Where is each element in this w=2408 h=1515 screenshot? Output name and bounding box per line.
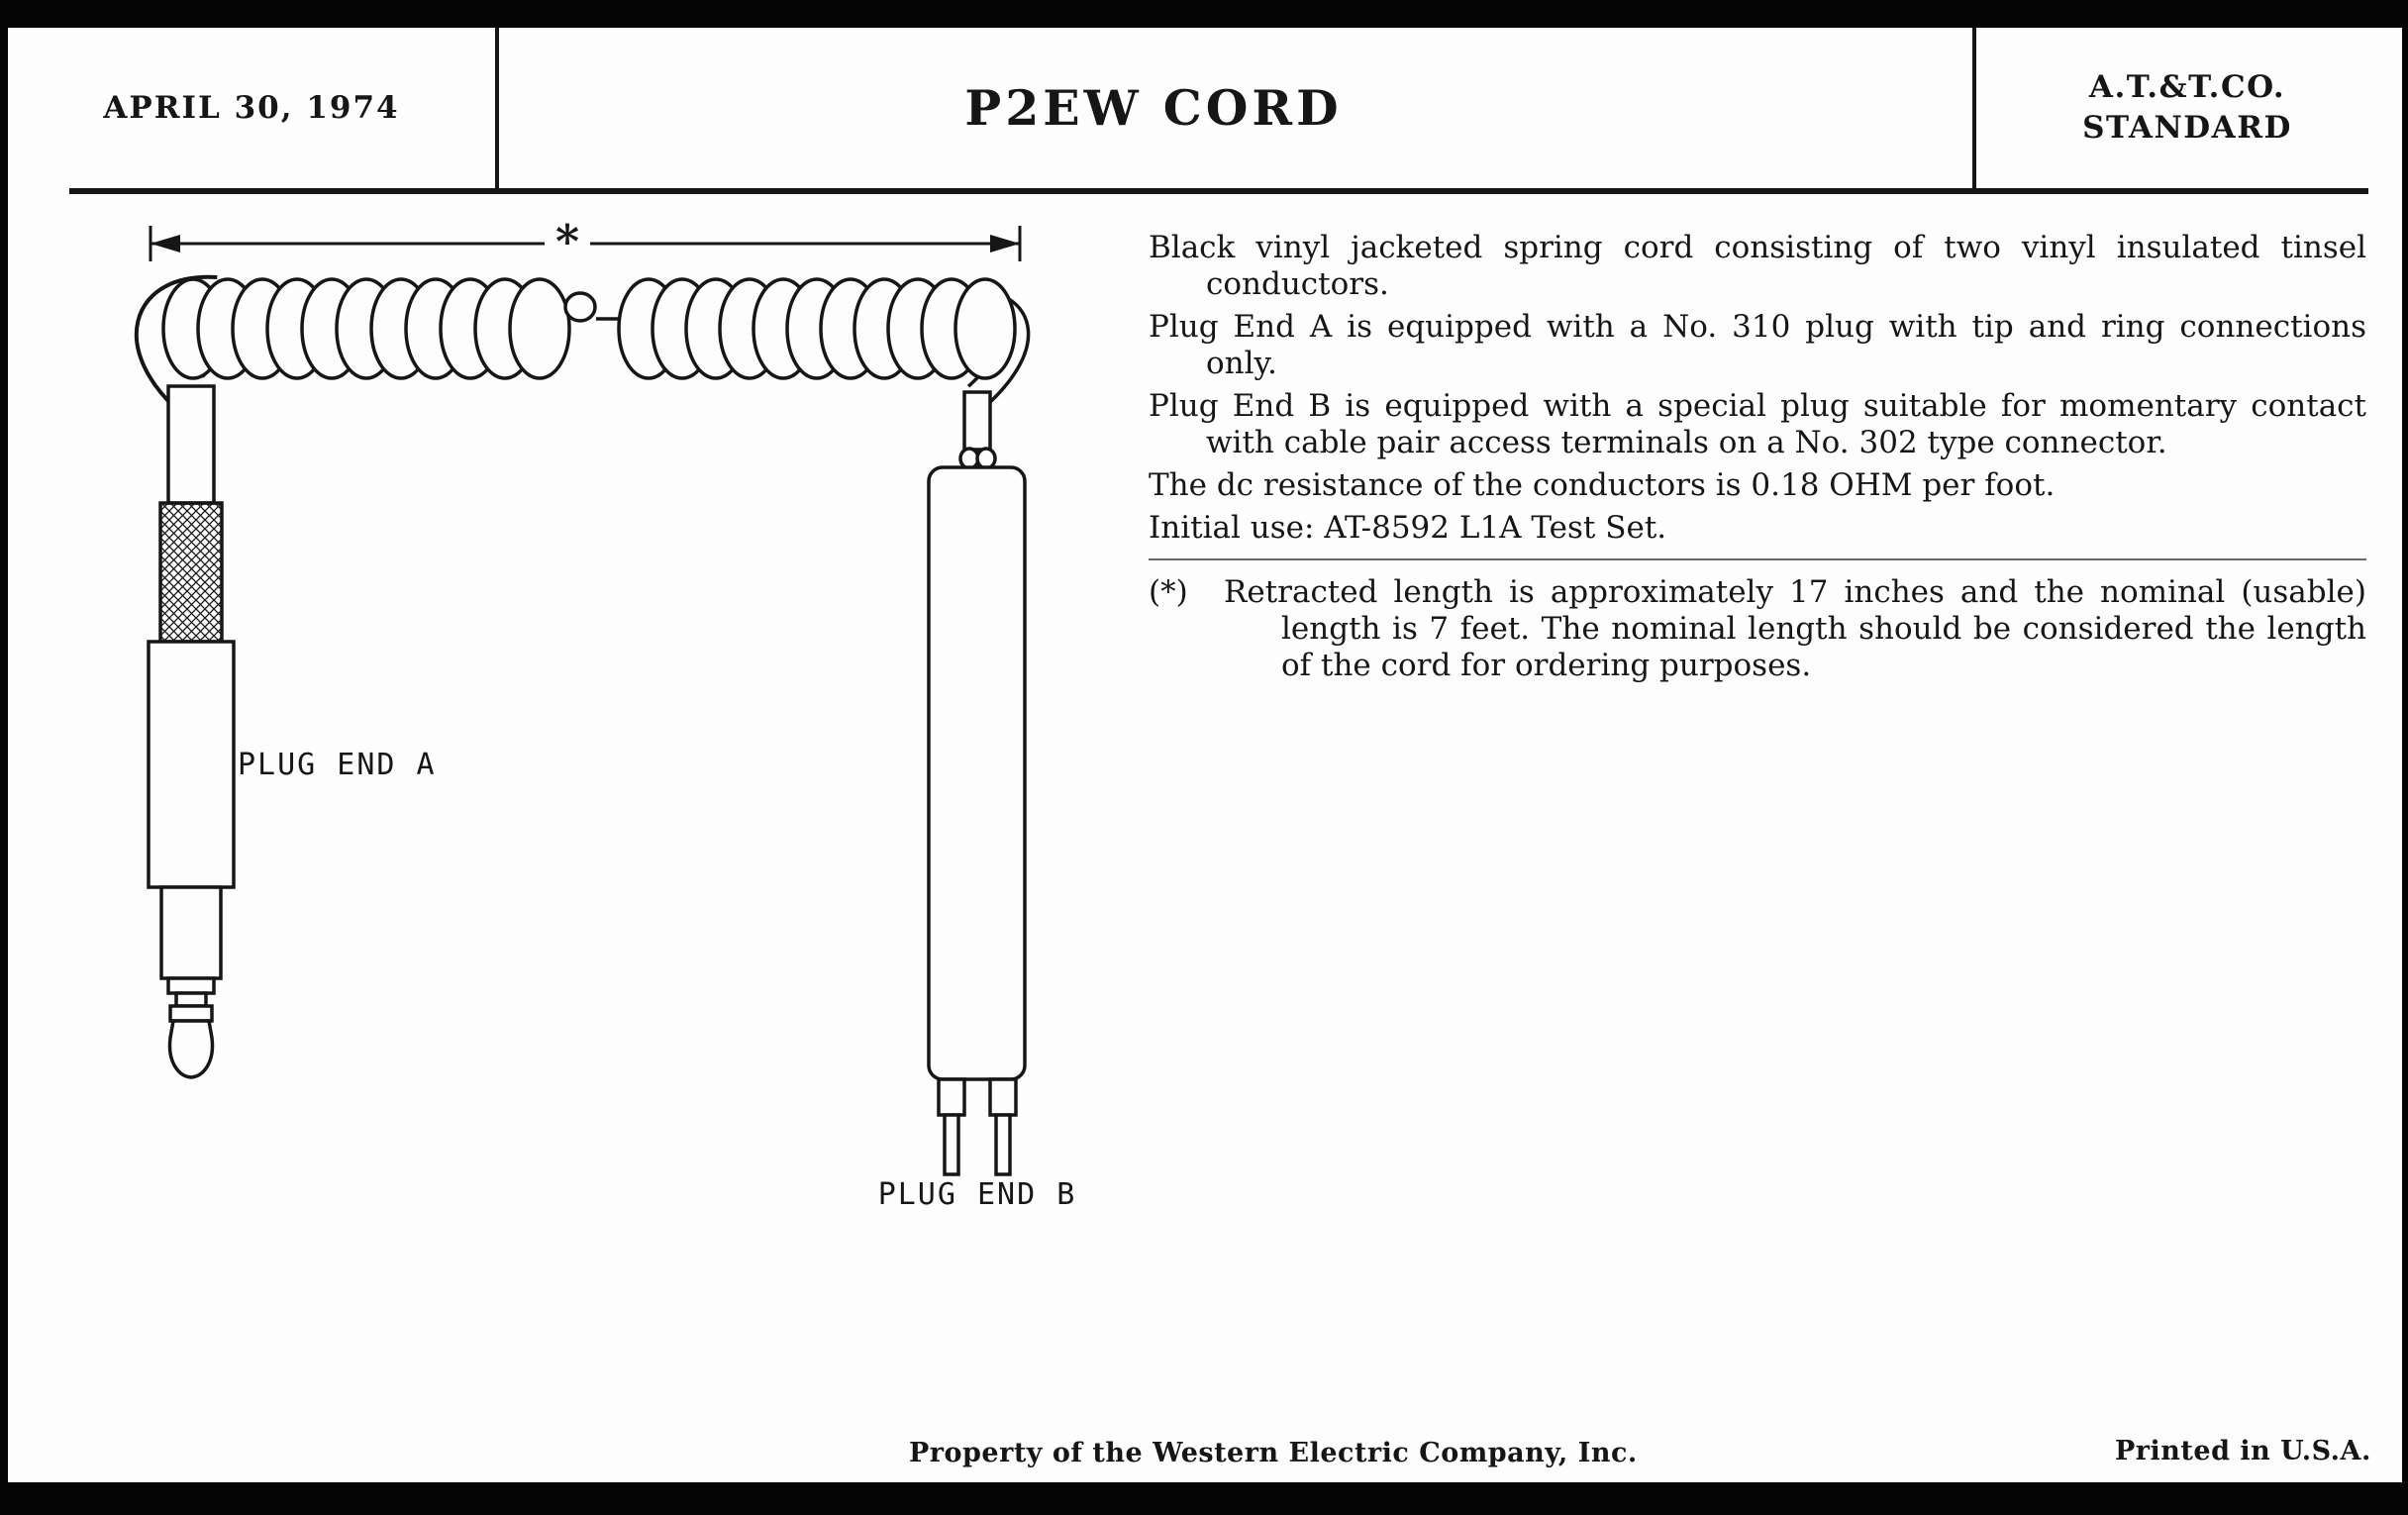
dimension-line	[149, 226, 1022, 261]
coil-loop	[508, 277, 571, 380]
plug-b-tab	[988, 1077, 1018, 1117]
printed-notice: Printed in U.S.A.	[2115, 1436, 2371, 1466]
coil-end-curl	[563, 291, 597, 323]
plug-a-knurled-grip	[158, 501, 224, 644]
standard-block: A.T.&T.CO. STANDARD	[1972, 28, 2402, 188]
plug-a-cord	[166, 384, 216, 505]
plug-b-tab	[937, 1077, 966, 1117]
plug-b-body	[927, 465, 1027, 1081]
plug-end-b	[927, 390, 1027, 1176]
page-title: P2EW CORD	[964, 79, 1343, 137]
footnote-divider	[1149, 558, 2366, 560]
plug-b-cord	[962, 390, 992, 452]
plug-a-ring	[166, 976, 216, 995]
plug-a-shaft	[159, 885, 223, 980]
description-block: Black vinyl jacketed spring cord consist…	[1149, 230, 2366, 690]
header-rule	[69, 188, 2368, 194]
header-divider-right	[1972, 28, 1976, 188]
coil-loop	[953, 277, 1017, 380]
paragraph-initial-use: Initial use: AT-8592 L1A Test Set.	[1149, 510, 1667, 546]
property-notice: Property of the Western Electric Company…	[909, 1438, 1638, 1468]
plug-a-barrel	[147, 640, 236, 889]
plug-end-a-label: PLUG END A	[238, 748, 437, 782]
plug-end-a	[147, 384, 236, 1079]
org-name: A.T.&T.CO.	[2088, 69, 2286, 105]
plug-b-prong	[994, 1113, 1012, 1176]
plug-b-grommet	[975, 447, 997, 470]
paragraph-resistance: The dc resistance of the conductors is 0…	[1149, 467, 2056, 503]
arrowhead-left	[150, 235, 180, 252]
paragraph-plug-a: Plug End A is equipped with a No. 310 pl…	[1149, 309, 2366, 381]
plug-b-prong	[943, 1113, 960, 1176]
arrowhead-right	[990, 235, 1020, 252]
footnote-marker: (*)	[1149, 574, 1188, 610]
document-date: APRIL 30, 1974	[103, 90, 400, 126]
cord-diagram: *	[134, 215, 1077, 1212]
standard-label: STANDARD	[2082, 110, 2292, 146]
asterisk-marker: *	[555, 215, 579, 268]
plug-a-ring	[168, 1004, 214, 1023]
header-divider-left	[495, 28, 499, 188]
footnote-text: Retracted length is approximately 17 inc…	[1224, 574, 2366, 683]
paragraph-plug-b: Plug End B is equipped with a special pl…	[1149, 388, 2366, 460]
coil-cord	[134, 274, 1031, 410]
document-page: APRIL 30, 1974 P2EW CORD A.T.&T.CO. STAN…	[8, 28, 2402, 1482]
plug-a-tip	[167, 1019, 215, 1079]
plug-end-b-label: PLUG END B	[878, 1177, 1077, 1212]
paragraph-cord: Black vinyl jacketed spring cord consist…	[1149, 230, 2366, 302]
footnote: (*) Retracted length is approximately 17…	[1149, 574, 2366, 684]
plug-a-neck	[174, 991, 208, 1008]
